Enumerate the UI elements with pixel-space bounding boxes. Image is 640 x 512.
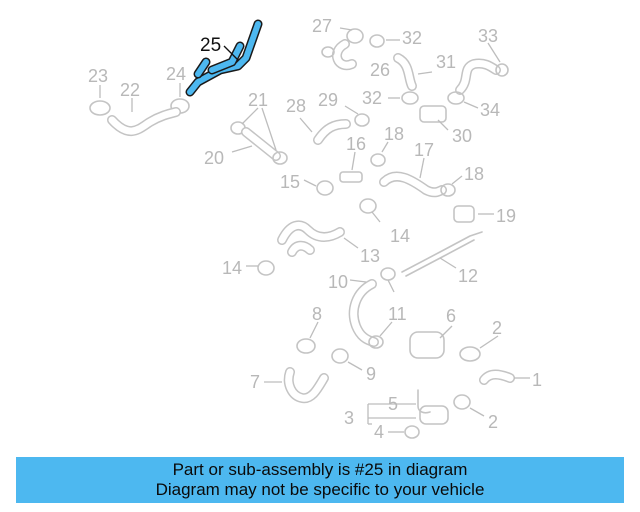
label-5: 5 [388, 394, 398, 414]
part-labels: 1 2 2 3 4 5 6 7 8 9 10 11 12 13 14 14 15… [88, 16, 542, 442]
label-1: 1 [532, 370, 542, 390]
label-18a: 18 [384, 124, 404, 144]
label-2b: 2 [488, 412, 498, 432]
label-21: 21 [248, 90, 268, 110]
label-18b: 18 [464, 164, 484, 184]
label-28: 28 [286, 96, 306, 116]
hose-7-group [283, 338, 349, 404]
hose-28-group [313, 91, 447, 167]
label-16: 16 [346, 134, 366, 154]
label-32a: 32 [402, 28, 422, 48]
label-17: 17 [414, 140, 434, 160]
label-31: 31 [436, 52, 456, 72]
label-26: 26 [370, 60, 390, 80]
label-15: 15 [280, 172, 300, 192]
label-19: 19 [496, 206, 516, 226]
label-3: 3 [344, 408, 354, 428]
label-23: 23 [88, 66, 108, 86]
label-4: 4 [374, 422, 384, 442]
hose-26-group [321, 28, 509, 105]
hose-17-group [316, 171, 475, 223]
label-7: 7 [250, 372, 260, 392]
label-27: 27 [312, 16, 332, 36]
label-13: 13 [360, 246, 380, 266]
leader-25 [223, 45, 239, 61]
label-2a: 2 [492, 318, 502, 338]
hose-10-group [348, 267, 396, 349]
hose-22-group [89, 98, 190, 136]
label-8: 8 [312, 304, 322, 324]
housing-6-group [409, 331, 515, 410]
label-6: 6 [446, 306, 456, 326]
label-34: 34 [480, 100, 500, 120]
part-25-highlighted[interactable] [185, 19, 263, 97]
label-9: 9 [366, 364, 376, 384]
label-33: 33 [478, 26, 498, 46]
info-banner: Part or sub-assembly is #25 in diagram D… [16, 457, 624, 503]
label-22: 22 [120, 80, 140, 100]
label-30: 30 [452, 126, 472, 146]
label-29: 29 [318, 90, 338, 110]
banner-line-1: Part or sub-assembly is #25 in diagram [172, 460, 468, 479]
label-32b: 32 [362, 88, 382, 108]
parts-diagram: 25 [88, 16, 542, 442]
label-25: 25 [200, 35, 221, 56]
pipe-5-group [404, 389, 449, 439]
label-20: 20 [204, 148, 224, 168]
label-14b: 14 [222, 258, 242, 278]
label-10: 10 [328, 272, 348, 292]
banner-line-2: Diagram may not be specific to your vehi… [155, 480, 485, 499]
pipe-13-group [257, 198, 483, 277]
label-11: 11 [388, 304, 407, 324]
hose-20-group [230, 121, 288, 165]
label-24: 24 [166, 64, 186, 84]
label-12: 12 [458, 266, 478, 286]
label-14a: 14 [390, 226, 410, 246]
